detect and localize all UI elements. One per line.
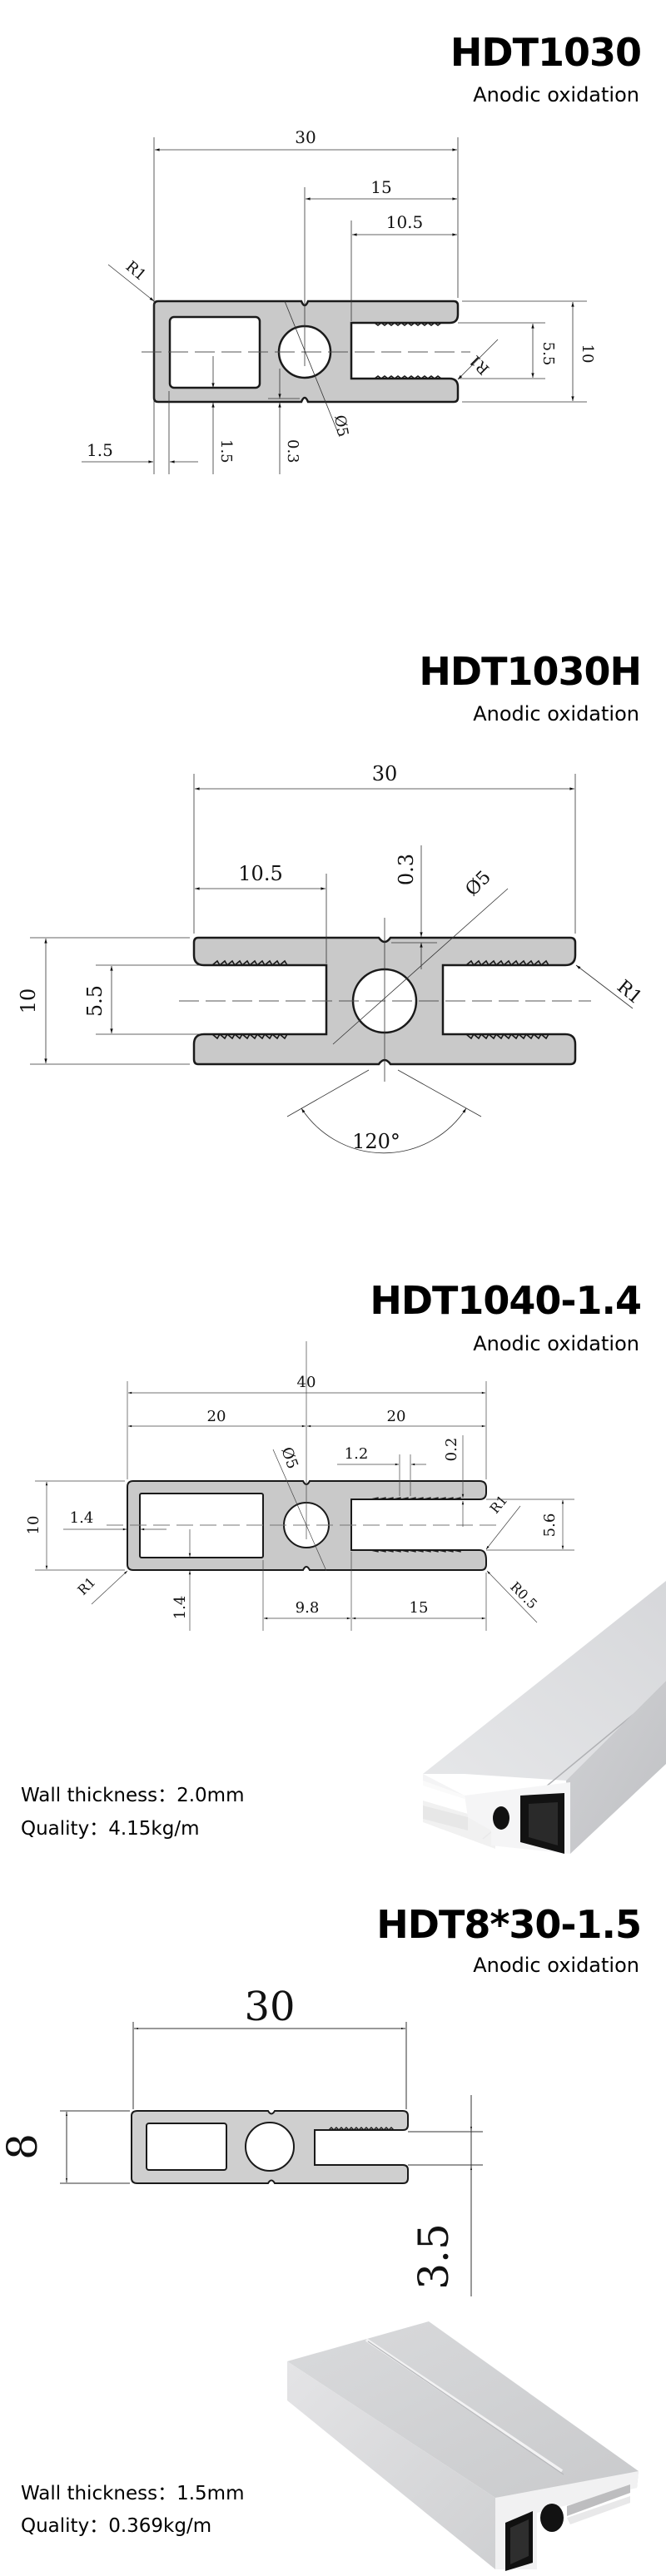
dim-slot-depth: 10.5 xyxy=(386,212,424,232)
dim-tooth-pitch: 1.2 xyxy=(345,1445,369,1463)
finish-subtitle: Anodic oxidation xyxy=(473,702,639,726)
profile-drawing-hdt830: 30 8 3.5 xyxy=(0,1984,483,2296)
dim-left-half: 20 xyxy=(207,1408,226,1425)
wall-thickness-value: 1.5mm xyxy=(176,2483,245,2504)
dim-slot-width: 5.6 xyxy=(541,1513,559,1538)
dim-corner-radius-slot: R1 xyxy=(487,1492,511,1516)
dim-wall-bottom: 1.4 xyxy=(171,1596,189,1620)
dim-groove-depth: 0.3 xyxy=(395,854,418,885)
dim-overall-width: 30 xyxy=(295,127,316,147)
dim-overall-width: 30 xyxy=(372,762,398,785)
quality-label: Quality： xyxy=(21,1818,109,1840)
dim-height: 10 xyxy=(579,344,596,364)
product-photo-hdt830 xyxy=(287,2321,639,2571)
section-hdt1030h: HDT1030H Anodic oxidation 30 10.5 0.3 xyxy=(0,632,666,1265)
dim-wall-left: 1.5 xyxy=(87,440,113,460)
dim-slot-depth: 10.5 xyxy=(238,862,282,885)
dim-slot-depth: 15 xyxy=(410,1599,429,1617)
dim-hole-diameter: Ø5 xyxy=(462,867,495,900)
dim-center-to-end: 15 xyxy=(370,177,391,197)
section-hdt830: HDT8*30-1.5 Anodic oxidation 30 8 3.5 xyxy=(0,1897,666,2576)
model-title: HDT1030H xyxy=(419,649,642,694)
dim-corner-radius-slot: R1 xyxy=(466,351,494,379)
quality-value: 4.15kg/m xyxy=(108,1818,200,1840)
quality-value: 0.369kg/m xyxy=(108,2515,212,2537)
dim-slot-width: 3.5 xyxy=(410,2223,458,2290)
model-title: HDT1030 xyxy=(450,30,642,75)
dim-corner-radius-left: R1 xyxy=(74,1574,98,1598)
finish-subtitle: Anodic oxidation xyxy=(473,83,639,107)
dim-slot-width: 5.5 xyxy=(539,342,557,366)
dim-height: 10 xyxy=(17,988,40,1014)
model-title: HDT1040-1.4 xyxy=(370,1278,642,1323)
dim-right-half: 20 xyxy=(387,1408,406,1425)
quality-spec: Quality：0.369kg/m xyxy=(21,2517,211,2536)
dim-wall-left: 1.4 xyxy=(70,1509,94,1527)
wall-thickness-label: Wall thickness： xyxy=(21,1785,177,1806)
wall-thickness-label: Wall thickness： xyxy=(21,2483,177,2504)
quality-spec: Quality：4.15kg/m xyxy=(21,1820,199,1839)
dim-groove-depth: 0.3 xyxy=(284,439,301,463)
quality-label: Quality： xyxy=(21,2515,109,2537)
dim-tooth-depth: 0.2 xyxy=(443,1438,460,1462)
dim-web-width: 9.8 xyxy=(296,1599,320,1617)
dim-overall-width: 30 xyxy=(244,1984,295,2030)
model-title: HDT8*30-1.5 xyxy=(376,1902,642,1947)
finish-subtitle: Anodic oxidation xyxy=(473,1954,639,1977)
dim-corner-radius-left: R1 xyxy=(122,258,150,285)
dim-groove-angle: 120° xyxy=(352,1130,400,1153)
dim-height: 10 xyxy=(25,1516,42,1535)
profile-drawing-hdt1030: 30 15 10.5 R1 R1 5.5 10 Ø5 1.5 1.5 xyxy=(82,127,596,474)
dim-height: 8 xyxy=(0,2133,47,2160)
section-hdt1040: HDT1040-1.4 Anodic oxidation 40 20 20 Ø5 xyxy=(0,1265,666,1897)
wall-thickness-spec: Wall thickness：2.0mm xyxy=(21,1786,245,1806)
dim-hole-diameter: Ø5 xyxy=(331,414,351,438)
wall-thickness-value: 2.0mm xyxy=(176,1785,245,1806)
dim-wall-bottom: 1.5 xyxy=(217,439,235,463)
profile-drawing-hdt1030h: 30 10.5 0.3 Ø5 R1 10 5.5 120° xyxy=(17,762,646,1154)
wall-thickness-spec: Wall thickness：1.5mm xyxy=(21,2484,245,2504)
profile-drawing-hdt1040: 40 20 20 Ø5 1.2 0.2 10 1.4 1.4 R1 xyxy=(25,1341,574,1631)
section-hdt1030: HDT1030 Anodic oxidation 30 15 10.5 xyxy=(0,0,666,632)
dim-slot-width: 5.5 xyxy=(83,985,107,1017)
dim-overall-width: 40 xyxy=(297,1374,316,1391)
dim-corner-radius: R1 xyxy=(613,976,645,1008)
product-photo-hdt1040 xyxy=(423,1581,666,1854)
finish-subtitle: Anodic oxidation xyxy=(473,1332,639,1355)
